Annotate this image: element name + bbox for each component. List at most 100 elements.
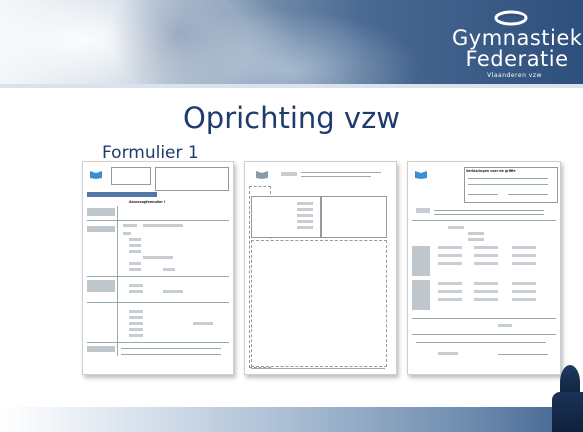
thumb3-field xyxy=(474,246,498,249)
thumb3-field xyxy=(512,254,536,257)
thumb3-rule xyxy=(434,210,544,211)
thumb3-field xyxy=(438,282,462,285)
thumb1-rule xyxy=(121,354,221,355)
thumb2-rule xyxy=(251,368,385,369)
thumb2-field xyxy=(281,172,297,176)
thumb1-section-bar xyxy=(87,192,157,197)
logo-line-2: Federatie xyxy=(465,47,569,71)
thumb2-field xyxy=(297,202,313,205)
thumb3-field xyxy=(474,262,498,265)
thumb3-field xyxy=(512,298,536,301)
header-gymnast-figure xyxy=(110,0,250,88)
thumb2-rule xyxy=(301,176,371,177)
thumb1-field xyxy=(143,256,173,259)
thumb3-field xyxy=(438,262,462,265)
thumb1-field xyxy=(163,290,183,293)
thumb3-field xyxy=(416,208,430,213)
thumb3-field xyxy=(438,290,462,293)
thumb2-stamp-area xyxy=(251,240,387,367)
thumb3-field xyxy=(438,352,458,355)
thumb1-field xyxy=(193,322,213,325)
slide-subtitle: Formulier 1 xyxy=(102,143,199,163)
thumb1-field xyxy=(123,224,137,227)
thumb3-rule xyxy=(468,178,548,179)
federation-logo-icon xyxy=(494,10,528,26)
thumb3-rule xyxy=(468,194,498,195)
form-page-thumbnail-3[interactable]: Verklaringen voor de griffie xyxy=(407,161,561,375)
thumb2-box-right xyxy=(321,196,387,238)
book-logo-icon xyxy=(256,171,268,179)
footer-gymnast-head xyxy=(560,365,580,400)
slide-title: Oprichting vzw xyxy=(182,101,401,135)
thumb1-field xyxy=(129,328,143,331)
form-page-thumbnail-1[interactable]: Aanvraagformulier I xyxy=(82,161,234,375)
thumb3-field xyxy=(468,238,484,241)
thumb3-heading: Verklaringen voor de griffie xyxy=(466,169,516,173)
thumb1-field xyxy=(163,268,175,271)
thumb3-label-cell xyxy=(412,246,430,276)
thumb1-rule xyxy=(87,220,229,221)
thumb2-field xyxy=(297,220,313,223)
thumb1-field xyxy=(129,262,141,265)
thumb3-rule xyxy=(434,214,544,215)
thumb1-label-cell xyxy=(87,280,115,292)
thumb1-field xyxy=(129,334,143,337)
thumb1-field xyxy=(123,232,131,235)
thumb1-field xyxy=(129,250,141,253)
thumb3-field xyxy=(512,246,536,249)
thumb1-rule xyxy=(87,342,229,343)
thumb3-field xyxy=(468,232,484,235)
thumb1-field xyxy=(129,310,143,313)
thumb1-field xyxy=(143,224,183,227)
book-logo-icon xyxy=(90,171,102,179)
thumb3-rule xyxy=(412,334,556,335)
thumb3-field xyxy=(474,298,498,301)
thumb1-field xyxy=(129,284,143,287)
thumb3-label-cell xyxy=(412,280,430,310)
thumb3-rule xyxy=(412,318,556,319)
thumb1-rule xyxy=(121,348,221,349)
thumb2-field xyxy=(297,226,313,229)
thumb3-rule xyxy=(468,184,548,185)
thumb3-field xyxy=(438,246,462,249)
logo-line-1: Gymnastiek xyxy=(452,26,583,50)
thumb3-field xyxy=(474,282,498,285)
thumb3-field xyxy=(512,282,536,285)
slide-footer-band xyxy=(0,407,583,432)
thumb1-column-rule xyxy=(117,206,118,356)
form-page-thumbnail-2[interactable] xyxy=(244,161,397,375)
thumb2-field xyxy=(297,214,313,217)
thumb1-rule xyxy=(87,276,229,277)
thumb2-field xyxy=(297,208,313,211)
thumb1-field xyxy=(129,244,141,247)
thumb1-rule xyxy=(87,302,229,303)
thumb1-griffie-box xyxy=(155,167,229,191)
thumb3-field xyxy=(474,290,498,293)
thumb3-griffie-box xyxy=(464,167,558,203)
thumb3-field xyxy=(438,298,462,301)
thumb3-rule xyxy=(508,194,548,195)
thumb3-field xyxy=(512,262,536,265)
thumb2-rule xyxy=(301,172,381,173)
thumb1-label-cell xyxy=(87,226,115,232)
thumb1-label-cell xyxy=(87,346,115,352)
footer-gymnast-figure xyxy=(552,392,583,432)
thumb3-field xyxy=(448,226,464,229)
logo-tagline: Vlaanderen vzw xyxy=(487,72,542,79)
thumb3-rule xyxy=(416,342,546,343)
thumb3-field xyxy=(438,254,462,257)
thumb1-label-cell xyxy=(87,208,115,216)
thumb1-field xyxy=(129,316,143,319)
header-divider xyxy=(0,84,583,88)
thumb1-field xyxy=(129,238,141,241)
slide-header: Gymnastiek Federatie Vlaanderen vzw xyxy=(0,0,583,88)
thumb1-heading: Aanvraagformulier I xyxy=(129,200,166,204)
thumb3-rule xyxy=(412,220,556,221)
book-logo-icon xyxy=(415,171,427,179)
logo-text: Gymnastiek Federatie xyxy=(452,28,582,70)
thumb1-field xyxy=(129,322,143,325)
thumb3-field xyxy=(474,254,498,257)
thumb3-field xyxy=(512,290,536,293)
thumb3-field xyxy=(498,324,512,327)
